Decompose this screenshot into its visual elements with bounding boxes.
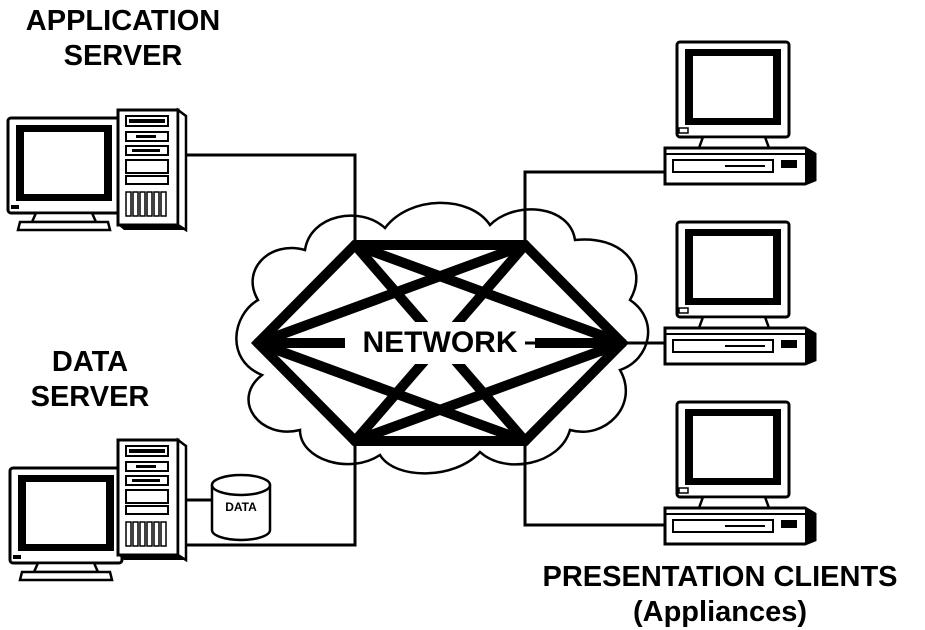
presentation-clients-label-line1: PRESENTATION CLIENTS xyxy=(542,561,898,593)
network-label: NETWORK xyxy=(362,326,518,359)
application-server-label-line2: SERVER xyxy=(63,40,183,72)
server-tower-icon xyxy=(116,108,188,232)
crt-monitor-icon xyxy=(6,116,122,232)
client-desktop-1 xyxy=(663,40,817,186)
data-server-label-line2: SERVER xyxy=(30,381,150,413)
application-server-label: APPLICATION SERVER xyxy=(8,4,238,74)
database-cylinder-icon xyxy=(210,473,272,542)
server-tower-icon xyxy=(116,438,188,562)
data-server-label: DATA SERVER xyxy=(5,345,175,415)
data-server-label-line1: DATA xyxy=(51,346,129,378)
presentation-clients-label: PRESENTATION CLIENTS (Appliances) xyxy=(525,560,915,630)
client-desktop-3 xyxy=(663,400,817,546)
application-server-label-line1: APPLICATION xyxy=(25,5,221,37)
client-desktop-2 xyxy=(663,220,817,366)
crt-monitor-icon xyxy=(8,466,124,582)
connection-lines xyxy=(180,153,668,547)
data-store-label: DATA xyxy=(225,500,257,514)
presentation-clients-label-line2: (Appliances) xyxy=(632,596,808,628)
data-server xyxy=(8,438,272,582)
application-server xyxy=(6,108,188,232)
